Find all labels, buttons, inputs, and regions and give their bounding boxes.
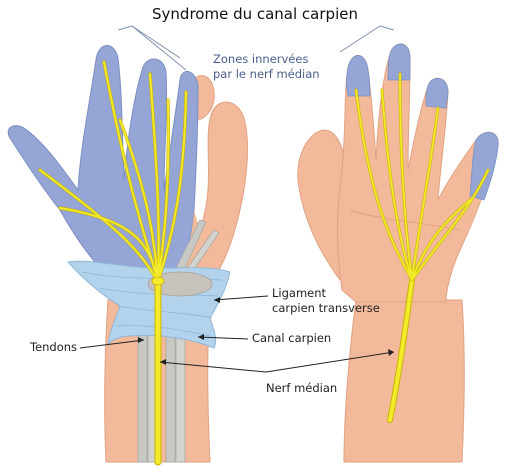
- dorsal-tip-middle: [387, 43, 411, 81]
- tendons-label-group: Tendons: [29, 337, 145, 354]
- ligament-leader-arrow: [214, 297, 220, 303]
- diagram-title: Syndrome du canal carpien: [152, 5, 358, 23]
- nerf-leader-right: [265, 351, 395, 373]
- zones-label-group: Zones innervées par le nerf médian: [117, 25, 395, 81]
- palm-thumb: [158, 101, 248, 291]
- nerf-leader-right-arrow: [388, 349, 394, 356]
- ligament-leader: [213, 295, 269, 301]
- nerve-at-tunnel: [151, 276, 165, 286]
- ligament-fiber-3: [117, 305, 213, 319]
- nerf-leader-left-arrow: [160, 359, 166, 365]
- nerf-label-group: Nerf médian: [159, 349, 395, 395]
- dorsal-tip-ring: [425, 78, 449, 109]
- ligament-fiber-4: [115, 325, 211, 337]
- zones-label-line2: par le nerf médian: [213, 67, 320, 81]
- zones-leader-right: [339, 25, 395, 53]
- palm-median-nerve: [38, 60, 188, 466]
- tendons-leader: [79, 339, 145, 349]
- ligament-label-line2: carpien transverse: [272, 301, 380, 315]
- canal-leader: [197, 336, 249, 340]
- canal-leader-arrow: [198, 334, 204, 340]
- carpal-tunnel-opening: [147, 271, 213, 297]
- ligament-label-group: Ligament carpien transverse: [213, 286, 380, 315]
- canal-label-group: Canal carpien: [197, 331, 331, 345]
- dorsal-knuckle-shade: [349, 209, 461, 231]
- dorsal-tip-little: [469, 132, 499, 201]
- tendons-label: Tendons: [29, 340, 77, 354]
- zones-leader-left-2: [131, 25, 181, 59]
- canal-label: Canal carpien: [252, 331, 331, 345]
- tendons-leader-arrow: [138, 337, 144, 343]
- nerf-label: Nerf médian: [266, 381, 337, 395]
- ligament-label-line1: Ligament: [272, 286, 327, 300]
- palm-view-hand: [7, 45, 248, 466]
- zones-label-line1: Zones innervées: [213, 52, 308, 66]
- dorsal-view-hand: [297, 43, 499, 463]
- dorsal-median-nerve: [354, 72, 490, 423]
- nerf-leader-left: [159, 361, 267, 373]
- dorsal-tip-index: [346, 55, 371, 97]
